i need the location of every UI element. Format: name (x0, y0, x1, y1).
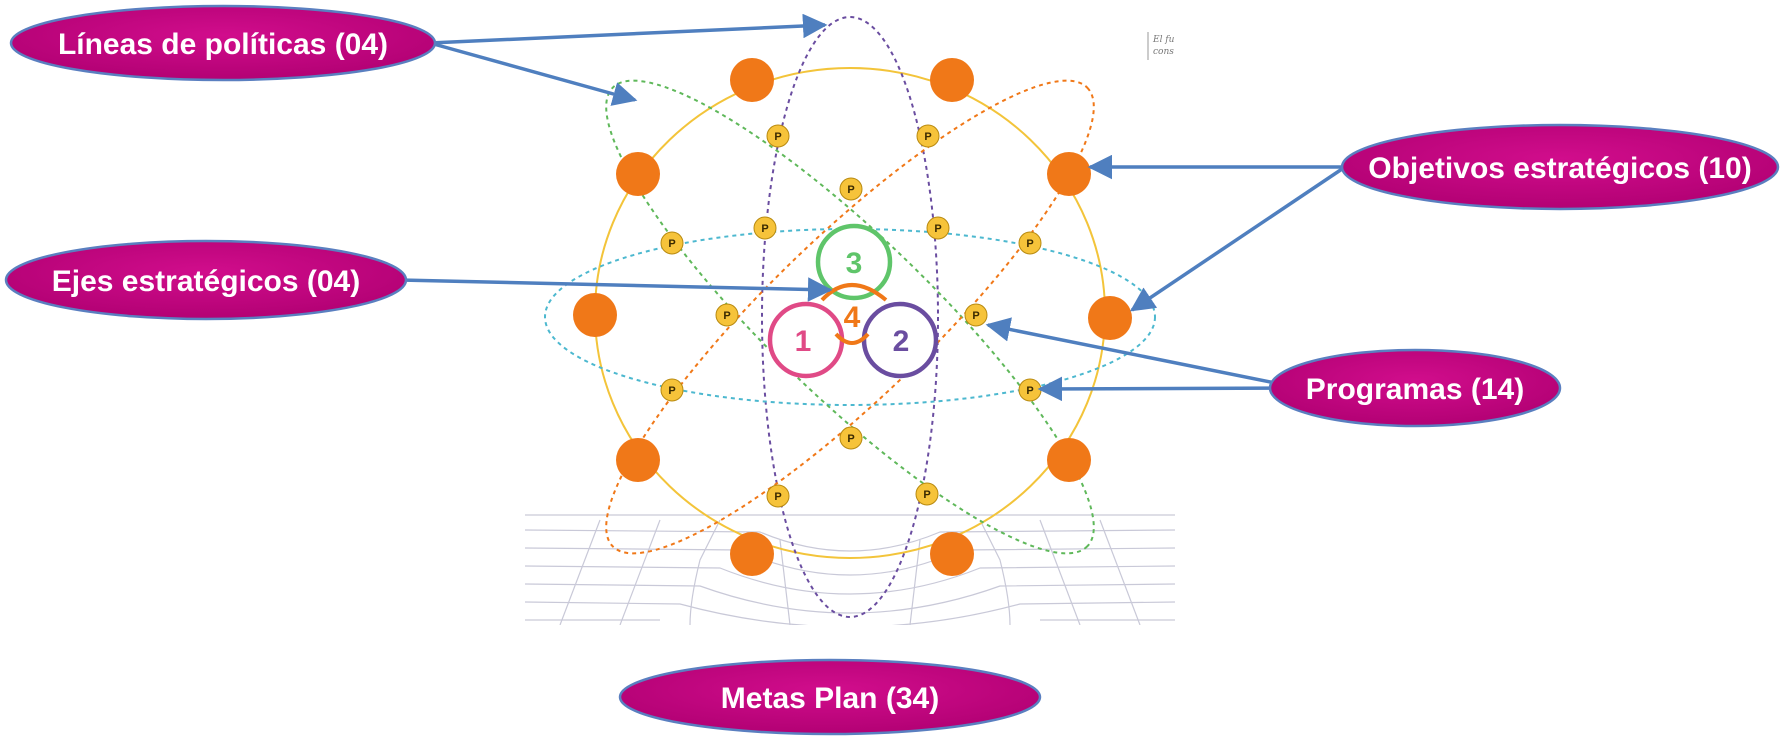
svg-text:P: P (668, 238, 675, 250)
svg-text:P: P (761, 223, 768, 235)
objective-node (730, 532, 774, 576)
objective-node (1047, 438, 1091, 482)
program-node: P (926, 216, 950, 240)
svg-text:P: P (923, 489, 930, 501)
label-objetivos-estrategicos: Objetivos estratégicos (10) (1340, 123, 1780, 211)
program-node: P (964, 303, 988, 327)
objective-nodes (573, 58, 1132, 576)
svg-text:P: P (847, 184, 854, 196)
svg-text:P: P (1026, 385, 1033, 397)
arrow-programas-upper (985, 317, 1301, 390)
axis-number-3: 3 (846, 247, 863, 280)
svg-text:P: P (774, 131, 781, 143)
orbit-system: P P P P P P P P P P P P P P 3 4 1 2 (544, 16, 1156, 618)
objective-node (1088, 296, 1132, 340)
program-node: P (766, 484, 790, 508)
svg-text:P: P (924, 131, 931, 143)
axis-circle-3 (815, 223, 893, 301)
svg-text:P: P (972, 310, 979, 322)
program-node: P (660, 231, 684, 255)
objective-node (616, 152, 660, 196)
axis-number-2: 2 (893, 325, 910, 358)
label-lineas-de-politicas: Líneas de políticas (04) (9, 4, 437, 82)
svg-text:El fu: El fu (1152, 35, 1175, 45)
arrow-objetivos-lower (1129, 165, 1346, 312)
arrow-programas-lower (1037, 376, 1301, 402)
callout-arrows (399, 13, 1346, 402)
objective-node (930, 58, 974, 102)
program-node: P (766, 124, 790, 148)
objective-node (573, 293, 617, 337)
label-metas-plan: Metas Plan (34) (618, 658, 1042, 736)
label-ejes-estrategicos: Ejes estratégicos (04) (4, 239, 408, 321)
arrow-ejes (399, 277, 833, 302)
program-node: P (660, 378, 684, 402)
axis-number-1: 1 (795, 325, 812, 358)
svg-text:cons: cons (1153, 47, 1174, 57)
arrow-lineas-green (429, 41, 638, 106)
program-node: P (916, 124, 940, 148)
svg-text:Metas Plan (34): Metas Plan (34) (721, 682, 939, 715)
svg-text:Ejes estratégicos (04): Ejes estratégicos (04) (52, 265, 360, 298)
label-programas: Programas (14) (1268, 348, 1562, 428)
ground-grid (525, 514, 1175, 625)
objective-node (1047, 152, 1091, 196)
program-node: P (1018, 378, 1042, 402)
svg-text:Programas (14): Programas (14) (1306, 373, 1524, 406)
svg-text:P: P (774, 491, 781, 503)
axis-number-4: 4 (844, 301, 861, 334)
objective-node (730, 58, 774, 102)
svg-text:P: P (847, 433, 854, 445)
svg-text:P: P (934, 223, 941, 235)
corner-note: El fu cons (1147, 32, 1175, 60)
vertical-orbit (761, 16, 939, 618)
program-node: P (753, 216, 777, 240)
horizontal-orbit (544, 228, 1156, 406)
program-node: P (1018, 231, 1042, 255)
program-node: P (915, 482, 939, 506)
arrow-lineas-top (429, 13, 828, 45)
program-node: P (839, 177, 863, 201)
svg-text:P: P (723, 310, 730, 322)
svg-text:Líneas de políticas (04): Líneas de políticas (04) (58, 28, 388, 61)
objective-node (930, 532, 974, 576)
program-nodes: P P P P P P P P P P P P P P (660, 124, 1042, 508)
core-axes-logo: 3 4 1 2 (767, 223, 939, 379)
objective-node (616, 438, 660, 482)
svg-text:P: P (668, 385, 675, 397)
svg-text:P: P (1026, 238, 1033, 250)
program-node: P (715, 303, 739, 327)
svg-text:Objetivos estratégicos (10): Objetivos estratégicos (10) (1368, 152, 1751, 185)
program-node: P (839, 426, 863, 450)
